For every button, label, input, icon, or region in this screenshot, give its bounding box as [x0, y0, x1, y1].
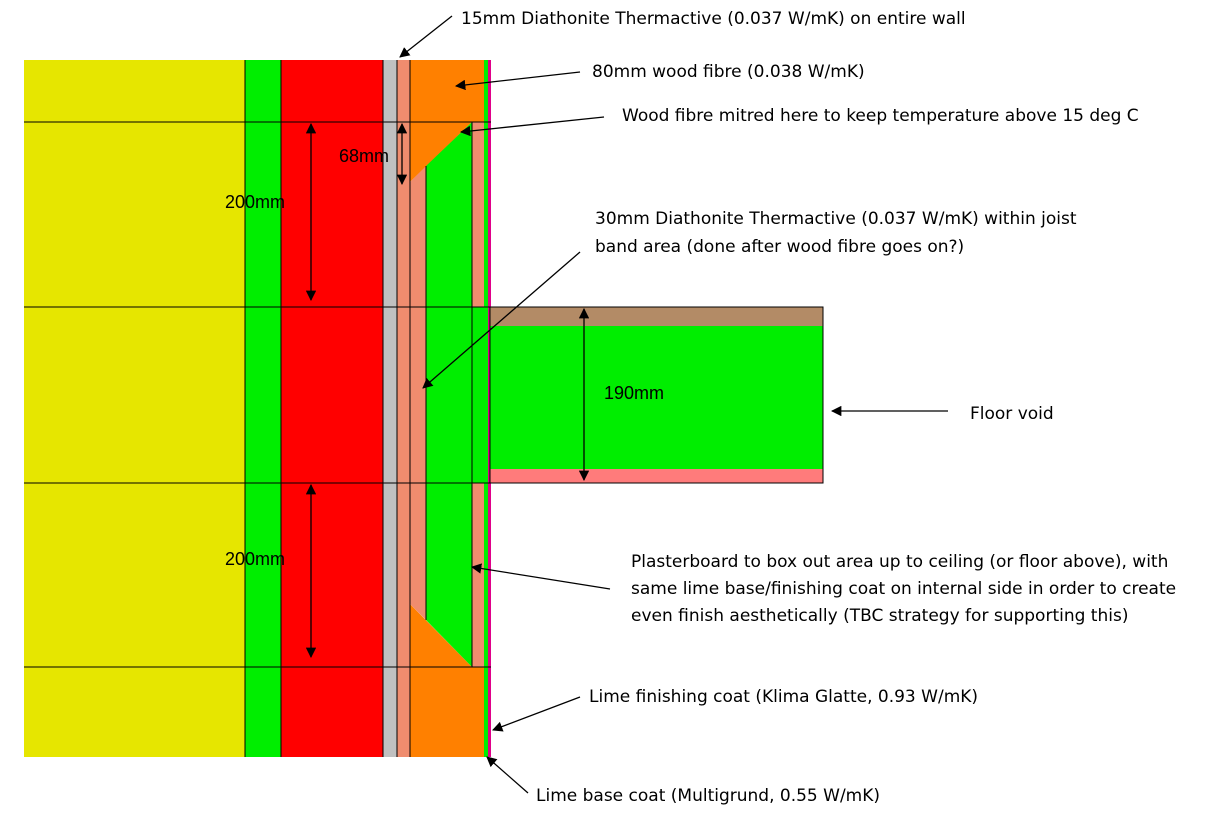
grey-layer: [383, 60, 397, 757]
floor-void: [490, 326, 823, 469]
label-plasterboard-line3: even finish aesthetically (TBC strategy …: [631, 606, 1128, 626]
floor-outline: [489, 306, 824, 484]
joist-end-green: [426, 307, 490, 483]
wall-layers: [24, 60, 491, 757]
dim-200-bottom-label: 200mm: [225, 549, 285, 569]
floor-assembly: [489, 306, 824, 484]
plasterboard-strip-bottom: [472, 483, 484, 667]
wood-fibre-top: [410, 60, 484, 122]
leader-arrows: [399, 15, 948, 794]
red-layer: [281, 60, 383, 757]
ceiling-board: [490, 469, 823, 483]
label-lime-base: Lime base coat (Multigrund, 0.55 W/mK): [536, 786, 880, 806]
floorboard: [490, 307, 823, 326]
dim-68-label: 68mm: [339, 146, 389, 166]
diathonite-15mm-layer: [397, 60, 410, 757]
dimension-lines: [305, 122, 590, 659]
dim-200-top-label: 200mm: [225, 192, 285, 212]
label-diathonite-wall: 15mm Diathonite Thermactive (0.037 W/mK)…: [461, 9, 966, 29]
label-mitred: Wood fibre mitred here to keep temperatu…: [622, 106, 1139, 126]
label-joist-band-line1: 30mm Diathonite Thermactive (0.037 W/mK)…: [595, 209, 1077, 229]
dim-190-label: 190mm: [604, 383, 664, 403]
label-joist-band-line2: band area (done after wood fibre goes on…: [595, 237, 964, 257]
annotation-labels: 15mm Diathonite Thermactive (0.037 W/mK)…: [461, 9, 1176, 806]
lime-base-coat: [484, 60, 488, 757]
label-plasterboard-line2: same lime base/finishing coat on interna…: [631, 579, 1176, 599]
outer-green-layer: [245, 60, 281, 757]
label-lime-finishing: Lime finishing coat (Klima Glatte, 0.93 …: [589, 687, 978, 707]
diathonite-30mm-band: [410, 166, 426, 620]
course-lines: [24, 60, 491, 757]
label-plasterboard-line1: Plasterboard to box out area up to ceili…: [631, 552, 1168, 572]
dimension-labels: 68mm 200mm 190mm 200mm: [225, 146, 664, 569]
masonry-layer: [24, 60, 245, 757]
label-wood-fibre: 80mm wood fibre (0.038 W/mK): [592, 62, 865, 82]
label-floor-void: Floor void: [970, 404, 1054, 424]
wood-fibre-bottom: [410, 667, 484, 757]
plasterboard-strip-top: [472, 122, 484, 307]
